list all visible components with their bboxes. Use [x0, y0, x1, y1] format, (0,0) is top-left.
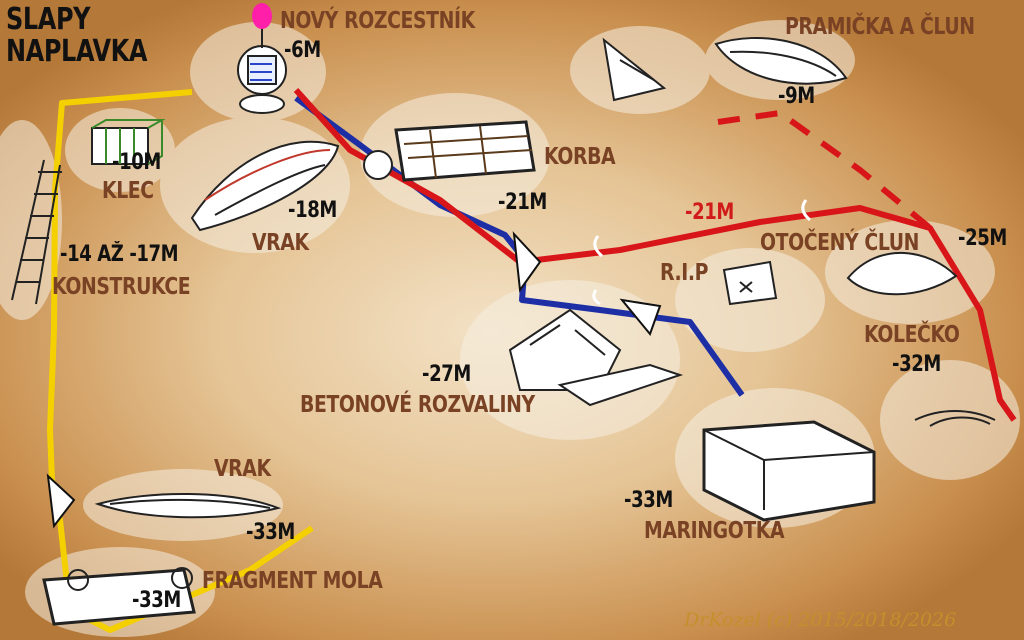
- entry-balloon-icon: [252, 3, 272, 48]
- map-title-line-1: SLAPY: [6, 2, 91, 37]
- site-label-klec: KLEC: [102, 178, 154, 204]
- cage-icon: [91, 119, 166, 165]
- cargo-box-icon: [363, 120, 536, 182]
- wheel-icon: [914, 410, 996, 427]
- signpost-icon: [237, 45, 287, 114]
- depth-label-korba: -21M: [498, 190, 547, 215]
- site-label-fragment-mola: FRAGMENT MOLA: [202, 568, 383, 594]
- bottom-wreck-icon: [94, 493, 282, 519]
- depth-label-rip: -21M: [685, 200, 734, 225]
- depth-label-vrak-upper: -18M: [288, 198, 337, 223]
- site-label-otoceny-clun: OTOČENÝ ČLUN: [760, 230, 920, 256]
- direction-arrow-icon: [619, 298, 662, 336]
- site-label-betonove-rozvaliny: BETONOVÉ ROZVALINY: [300, 392, 535, 418]
- sketch-objects: [11, 37, 996, 626]
- grave-icon: [722, 260, 778, 306]
- site-label-novy-rozcestnik: NOVÝ ROZCESTNÍK: [280, 8, 475, 34]
- site-label-konstrukce: KONSTRUKCE: [52, 274, 191, 300]
- site-label-rip: R.I.P: [660, 260, 708, 286]
- depth-label-pramicka: -9M: [778, 84, 815, 109]
- site-label-vrak-upper: VRAK: [252, 230, 309, 256]
- ruins-icon: [508, 308, 684, 407]
- depth-label-konstrukce: -14 AŽ -17M: [60, 242, 179, 267]
- wreck-icon: [190, 140, 340, 232]
- direction-arrow-icon: [512, 231, 542, 293]
- depth-label-fragment-mola: -33M: [132, 588, 181, 613]
- site-label-korba: KORBA: [544, 144, 616, 170]
- direction-arrow-icon: [46, 473, 76, 529]
- credit-text: DrKozel (c) 2015/2018/2026: [684, 609, 957, 631]
- small-boat-icon: [602, 37, 667, 102]
- site-label-vrak-lower: VRAK: [214, 456, 271, 482]
- structure-icon: [11, 159, 62, 305]
- pier-fragment-icon: [42, 567, 196, 626]
- site-label-kolecko: KOLEČKO: [864, 322, 960, 348]
- depth-label-kolecko: -32M: [892, 352, 941, 377]
- depth-label-maringotka: -33M: [624, 488, 673, 513]
- site-label-pramicka: PRAMIČKA A ČLUN: [785, 14, 975, 40]
- red-route: [293, 87, 1017, 422]
- site-label-maringotka: MARINGOTKA: [644, 518, 785, 544]
- overturned-boat-icon: [846, 252, 958, 296]
- depth-label-klec: -10M: [112, 150, 161, 175]
- depth-label-vrak-lower: -33M: [246, 520, 295, 545]
- route-ticks: [592, 199, 811, 306]
- boat-icon: [714, 37, 848, 85]
- depth-label-otoceny-clun: -25M: [958, 226, 1007, 251]
- depth-label-novy-rozcestnik: -6M: [284, 38, 321, 63]
- trailer-icon: [702, 420, 876, 522]
- red-dashed-route: [717, 109, 932, 231]
- depth-label-betonove-rozvaliny: -27M: [422, 362, 471, 387]
- map-title-line-2: NAPLAVKA: [6, 34, 148, 69]
